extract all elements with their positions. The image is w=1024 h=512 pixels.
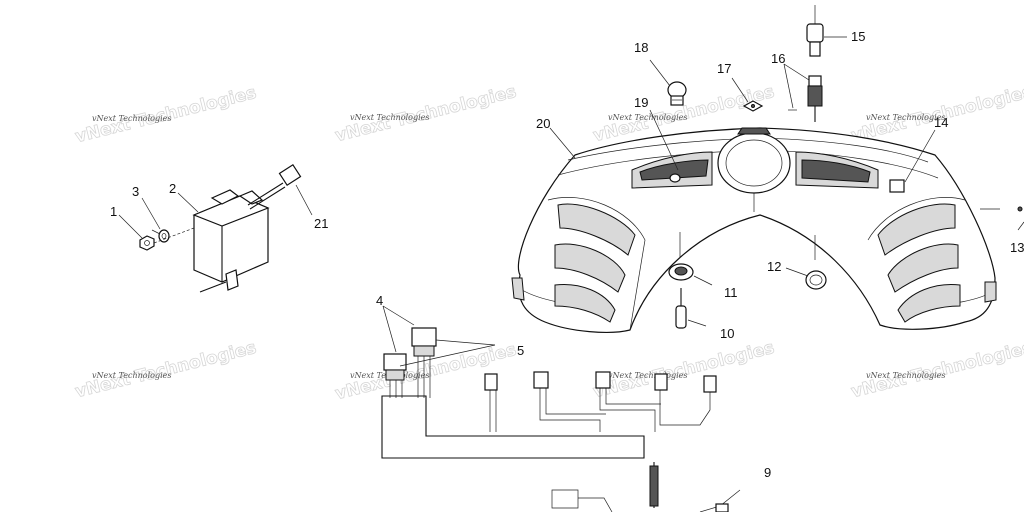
plug-connector: [533, 371, 549, 389]
right-gauge-pods: [867, 197, 966, 323]
clip-part-17: [742, 100, 764, 112]
watermark-text: vNext Technologies: [866, 371, 945, 380]
callout-5: 5: [517, 343, 524, 358]
center-gauge: [717, 127, 791, 212]
callout-14: 14: [934, 115, 948, 130]
nut-part-1: [139, 235, 155, 251]
nut-part-12: [805, 270, 827, 290]
callout-16: 16: [771, 51, 785, 66]
label-part-14: [889, 179, 905, 193]
callout-17: 17: [717, 61, 731, 76]
callout-15: 15: [851, 29, 865, 44]
callout-3: 3: [132, 184, 139, 199]
plug-connector: [484, 373, 498, 391]
lighter-part-15: [806, 5, 824, 57]
callout-13: 13: [1010, 240, 1024, 255]
callout-1: 1: [110, 204, 117, 219]
dash-panel-part-20: [511, 127, 997, 333]
callout-4: 4: [376, 293, 383, 308]
watermark-text: vNext Technologies: [608, 113, 687, 122]
callout-2: 2: [169, 181, 176, 196]
callout-10: 10: [720, 326, 734, 341]
fastener-part-13: [980, 206, 1023, 212]
control-module-assembly: [139, 163, 313, 293]
bolt-part-21: [247, 163, 313, 216]
socket-part-16: [788, 75, 823, 122]
plug-connector: [595, 371, 611, 389]
callout-labels: 1 2 3 4 5 9 10 11 12 13 14 15 16 17 18 1…: [110, 29, 1024, 480]
callout-20: 20: [536, 116, 550, 131]
watermark-text: vNext Technologies: [92, 114, 171, 123]
lamp-part-10: [675, 288, 687, 329]
callout-9: 9: [764, 465, 771, 480]
callout-11: 11: [724, 285, 738, 300]
callout-19: 19: [634, 95, 648, 110]
plug-connector: [703, 375, 717, 393]
watermark-text: vNext Technologies: [608, 371, 687, 380]
watermark-text: vNext Technologies: [350, 113, 429, 122]
callout-12: 12: [767, 259, 781, 274]
callout-21: 21: [314, 216, 328, 231]
leader-lines: [118, 36, 1024, 367]
washer-part-3: [158, 229, 170, 243]
callout-18: 18: [634, 40, 648, 55]
bulb-part-18: [667, 81, 687, 106]
left-display-window: [631, 151, 713, 189]
watermark-text: vNext Technologies: [92, 371, 171, 380]
watermark-text: vNext Technologies: [866, 113, 945, 122]
left-gauge-pods: [547, 197, 646, 331]
grommet-part-11: [668, 263, 694, 281]
right-display-window: [795, 151, 879, 189]
plug-connector: [654, 373, 668, 391]
wiring-harness: [381, 327, 741, 512]
